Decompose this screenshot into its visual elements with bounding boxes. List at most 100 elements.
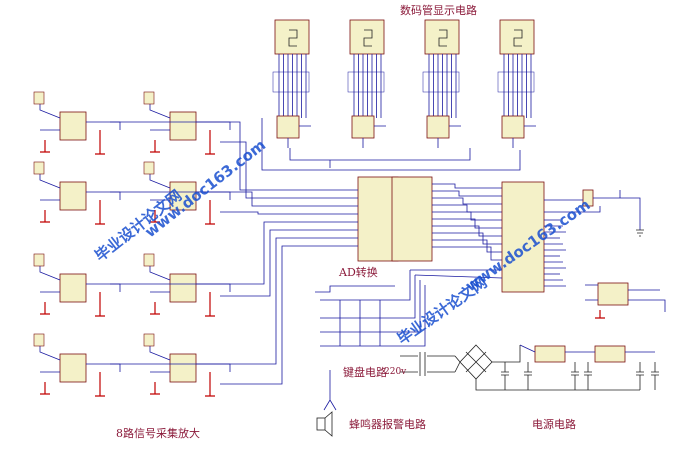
segment-glyph (288, 29, 298, 47)
segment-glyph (438, 29, 448, 47)
buzzer-label: 蜂鸣器报警电路 (349, 417, 426, 431)
amplifier-chip (59, 111, 87, 141)
ad-mcu-line (432, 204, 502, 213)
ad-mcu-line (432, 190, 502, 197)
signal-line (110, 237, 358, 365)
amplifier-chip (59, 353, 87, 383)
seven-segment-display (349, 19, 385, 55)
channel-wire (110, 121, 121, 130)
channel-wire (220, 363, 231, 372)
display-wire (437, 125, 461, 148)
driver-chip (426, 115, 450, 139)
ad-chip-right (391, 176, 433, 262)
data-bus (110, 121, 358, 385)
signal-line (220, 229, 358, 297)
channel-wire (220, 121, 231, 130)
signal-line (110, 191, 358, 207)
capacitor (501, 362, 509, 390)
capacitor (584, 362, 592, 390)
sensor-connector (143, 91, 155, 105)
ad-mcu-line (432, 218, 502, 229)
amplifier-chip (169, 353, 197, 383)
ground-symbol (40, 210, 50, 223)
amplifier-chip (169, 273, 197, 303)
ground-symbol (150, 140, 160, 153)
keyboard-label: 键盘电路 (343, 365, 387, 379)
ad-mcu-line (432, 239, 502, 253)
power-circuit (400, 344, 659, 391)
channel-wire (220, 191, 231, 200)
ground-symbol (40, 302, 50, 315)
resistor-array (272, 71, 310, 93)
ground-symbol (40, 382, 50, 395)
ground-symbol (205, 372, 215, 397)
channel-wire (110, 191, 121, 200)
resistor-array (422, 71, 460, 93)
sensor-connector (33, 161, 45, 175)
capacitor (651, 362, 659, 390)
reset-circuit (585, 282, 666, 319)
capacitor (571, 362, 579, 390)
buzzer-circuit (316, 370, 337, 437)
signal-channels (33, 91, 231, 397)
ad-converter (357, 176, 502, 262)
ad-mcu-line (432, 232, 502, 245)
reset-chip (597, 282, 629, 306)
ground-symbol (95, 292, 105, 317)
sensor-connector (33, 91, 45, 105)
ad-mcu-line (432, 225, 502, 237)
ad-mcu-line (432, 246, 502, 261)
collect-label: 8路信号采集放大 (116, 426, 200, 440)
microcontroller (410, 181, 644, 293)
ad-mcu-line (432, 183, 502, 189)
channel-wire (220, 283, 231, 292)
ground-symbol (95, 130, 105, 155)
sensor-connector (143, 333, 155, 347)
buzzer (316, 417, 326, 431)
display-wire (287, 125, 311, 148)
driver-chip (351, 115, 375, 139)
amplifier-chip (59, 273, 87, 303)
ground-symbol (150, 210, 160, 223)
capacitor (636, 362, 644, 390)
driver-chip (501, 115, 525, 139)
ad-label: AD转换 (338, 265, 378, 279)
resistor-array (347, 71, 385, 93)
ground-symbol (95, 200, 105, 225)
ad-chip (357, 176, 399, 262)
seven-segment-display (499, 19, 535, 55)
power-label: 电源电路 (532, 417, 576, 431)
ground-symbol (150, 302, 160, 315)
sensor-connector (143, 253, 155, 267)
ground-symbol (205, 130, 215, 155)
ground-symbol (205, 200, 215, 225)
signal-line (110, 121, 358, 191)
watermark-url-1: www.doc163.com (141, 136, 269, 241)
resistor-array (497, 71, 535, 93)
mcu-pin (410, 269, 503, 279)
signal-line (220, 211, 358, 215)
signal-line (220, 245, 358, 385)
segment-glyph (513, 29, 523, 47)
ad-mcu-line (432, 211, 502, 221)
channel-wire (110, 283, 121, 292)
ground-symbol (205, 292, 215, 317)
signal-line (110, 221, 358, 285)
amplifier-chip (169, 181, 197, 211)
ground-symbol (95, 372, 105, 397)
segment-glyph (363, 29, 373, 47)
keyboard-circuit (315, 270, 426, 347)
capacitor (524, 362, 532, 390)
driver-chip (276, 115, 300, 139)
ad-mcu-line (432, 197, 502, 205)
amplifier-chip (59, 181, 87, 211)
display-wire (362, 125, 386, 148)
display-label: 数码管显示电路 (400, 3, 477, 17)
voltage-label: 220v (384, 367, 407, 377)
regulator-2 (594, 345, 626, 363)
ground-symbol (150, 382, 160, 395)
watermark-cn-2: 毕业设计论文网 (394, 273, 490, 348)
channel-wire (110, 363, 121, 372)
sensor-connector (143, 161, 155, 175)
